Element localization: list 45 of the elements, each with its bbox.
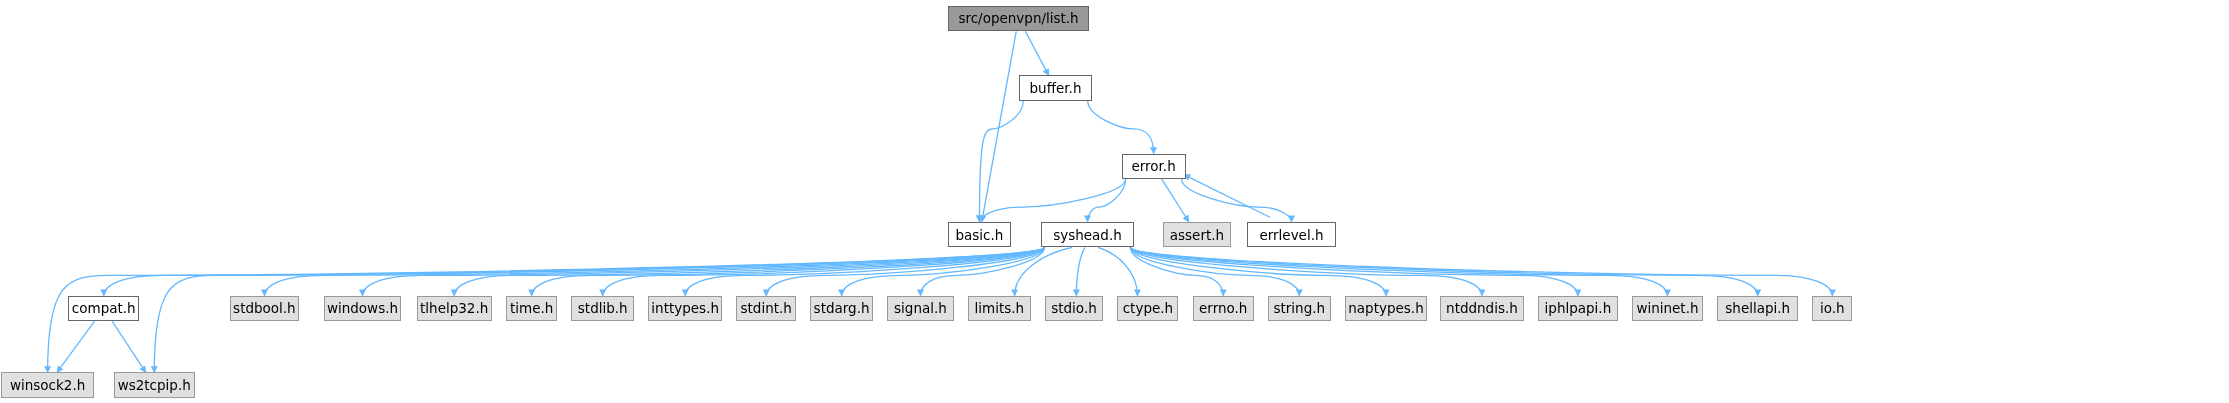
- file-node: ws2tcpip.h: [113, 372, 195, 398]
- file-node: winsock2.h: [1, 372, 94, 398]
- file-node: stdarg.h: [810, 295, 873, 322]
- file-node: stdbool.h: [230, 295, 299, 322]
- arrow: [979, 30, 1017, 223]
- file-node: syshead.h: [1040, 221, 1135, 248]
- arrow: [917, 246, 1046, 297]
- file-node: iphlpapi.h: [1538, 295, 1618, 322]
- file-node: errlevel.h: [1246, 221, 1337, 248]
- file-node: basic.h: [948, 221, 1011, 248]
- file-node: windows.h: [324, 295, 401, 322]
- arrow: [56, 320, 96, 374]
- arrow: [1011, 246, 1073, 297]
- arrow: [111, 320, 147, 374]
- file-node: shellapi.h: [1717, 295, 1799, 322]
- arrow: [1072, 246, 1086, 297]
- arrow: [839, 246, 1046, 297]
- file-node: assert.h: [1162, 221, 1232, 248]
- arrow: [1161, 178, 1190, 223]
- arrow: [1097, 246, 1141, 297]
- file-node: limits.h: [968, 295, 1031, 322]
- file-node: ctype.h: [1117, 295, 1179, 322]
- arrow: [977, 178, 1127, 223]
- arrow: [1129, 246, 1302, 297]
- file-node: buffer.h: [1019, 75, 1092, 101]
- arrow: [1180, 178, 1294, 223]
- arrow: [1087, 100, 1157, 155]
- file-node: ntddndis.h: [1440, 295, 1524, 322]
- file-node: compat.h: [68, 295, 140, 322]
- file-node: signal.h: [887, 295, 954, 322]
- file-node: errno.h: [1192, 295, 1254, 322]
- file-node: string.h: [1268, 295, 1331, 322]
- arrow: [1024, 30, 1050, 76]
- file-node: stdint.h: [736, 295, 797, 322]
- file-node: io.h: [1812, 295, 1853, 322]
- file-node: naptypes.h: [1344, 295, 1428, 322]
- file-node: error.h: [1121, 153, 1186, 180]
- file-node: tlhelp32.h: [416, 295, 492, 322]
- file-node: inttypes.h: [648, 295, 723, 322]
- file-node: src/openvpn/list.h: [948, 5, 1089, 32]
- file-node: stdlib.h: [571, 295, 634, 322]
- arrow: [1084, 178, 1127, 223]
- file-node: stdio.h: [1044, 295, 1104, 322]
- file-node: time.h: [506, 295, 558, 322]
- file-node: wininet.h: [1631, 295, 1703, 322]
